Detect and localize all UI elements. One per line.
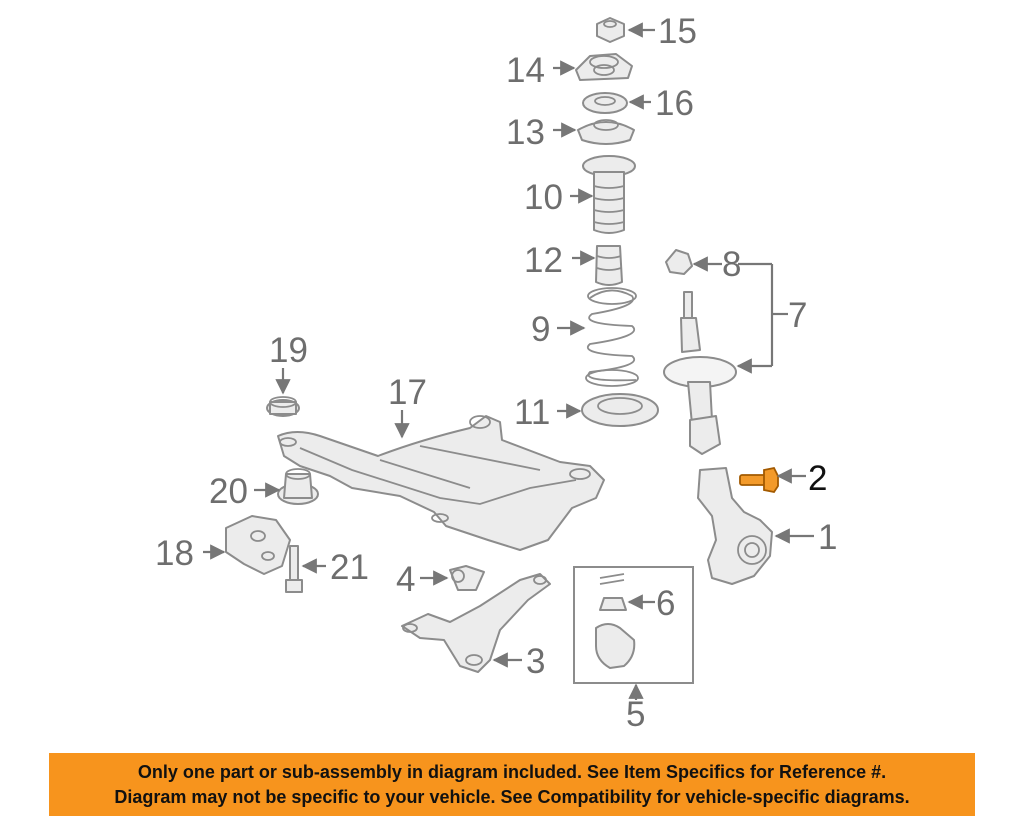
- part-20-mount: 20: [209, 468, 319, 511]
- callout-6: 6: [656, 584, 675, 623]
- part-3-control-arm: 3: [401, 573, 551, 681]
- callout-3: 3: [526, 642, 545, 681]
- callout-18: 18: [155, 534, 194, 573]
- callout-9: 9: [531, 310, 550, 349]
- callout-19: 19: [269, 331, 308, 370]
- part-10-dust-boot: 10: [524, 155, 636, 234]
- callout-21: 21: [330, 548, 369, 587]
- part-13-upper-seat: 13: [506, 113, 635, 152]
- callout-4: 4: [396, 560, 415, 599]
- part-8-nut: 8: [665, 245, 741, 284]
- callout-8: 8: [722, 245, 741, 284]
- part-12-bump-stop: 12: [524, 241, 623, 286]
- callout-15: 15: [658, 12, 697, 51]
- part-1-knuckle: 1: [697, 467, 837, 585]
- callout-20: 20: [209, 472, 248, 511]
- part-14-strut-mount: 14: [506, 51, 633, 90]
- callout-10: 10: [524, 178, 563, 217]
- callout-16: 16: [655, 84, 694, 123]
- part-9-coil-spring: 9: [531, 287, 639, 387]
- callout-7: 7: [788, 296, 807, 335]
- part-11-insulator: 11: [514, 393, 659, 432]
- part-16-bearing: 16: [582, 84, 694, 123]
- part-2-bolt: 2: [739, 459, 827, 498]
- part-7-strut: 7: [663, 262, 807, 455]
- part-5-ball-joint-kit: 6 5: [573, 566, 694, 734]
- part-4-bushing: 4: [396, 560, 485, 599]
- suspension-parts-diagram: 15 14 16 13 10 12: [155, 12, 837, 734]
- part-18-bracket: 18: [155, 515, 291, 575]
- part-15-nut: 15: [596, 12, 697, 51]
- part-21-bolt: 21: [285, 545, 369, 593]
- callout-12: 12: [524, 241, 563, 280]
- callout-1: 1: [818, 518, 837, 557]
- callout-17: 17: [388, 373, 427, 412]
- callout-14: 14: [506, 51, 545, 90]
- callout-11: 11: [514, 393, 550, 432]
- banner-line-1: Only one part or sub-assembly in diagram…: [137, 761, 887, 782]
- callout-2: 2: [808, 459, 827, 498]
- banner-line-2: Diagram may not be specific to your vehi…: [114, 786, 910, 807]
- part-17-crossmember: 17: [277, 373, 605, 551]
- callout-13: 13: [506, 113, 545, 152]
- callout-5: 5: [626, 695, 645, 734]
- part-19-mount: 19: [266, 331, 308, 417]
- disclaimer-banner: Only one part or sub-assembly in diagram…: [49, 753, 975, 816]
